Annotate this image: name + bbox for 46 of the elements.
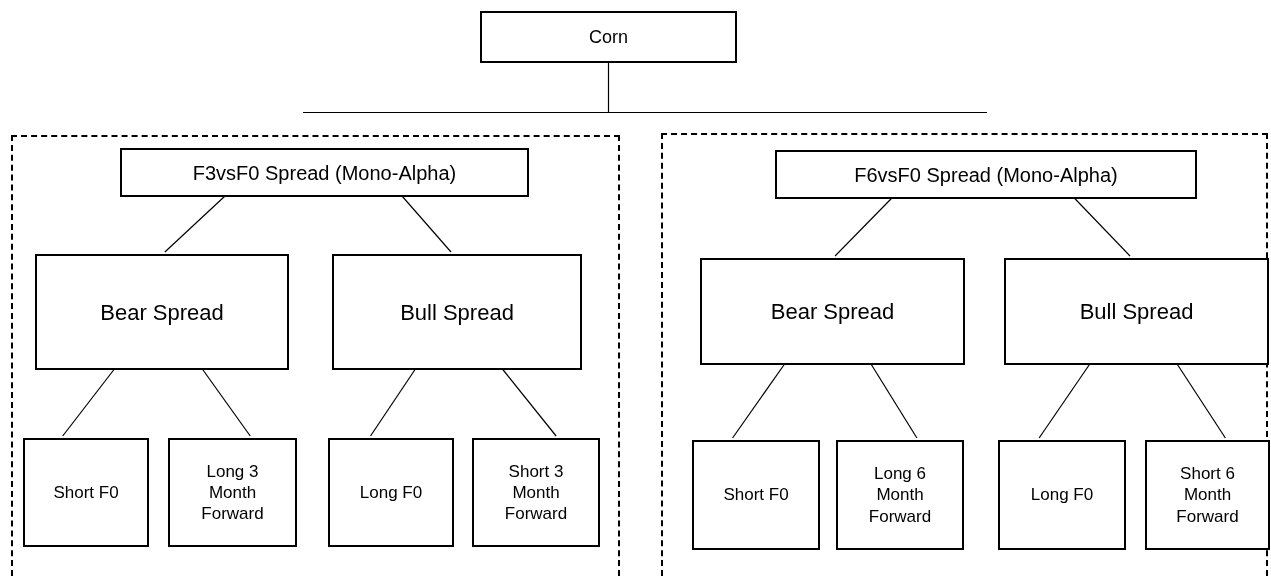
- position-box: [836, 440, 964, 550]
- node-label: Long 3 Month Forward: [200, 460, 265, 525]
- spread-box: [120, 148, 529, 197]
- connector-line: [607, 62, 610, 113]
- connector-line: [501, 368, 557, 437]
- connector-line: [732, 363, 786, 439]
- position-box: [1145, 440, 1270, 550]
- connector-line: [834, 197, 893, 257]
- position-box: [23, 438, 149, 547]
- node-label: F6vsF0 Spread (Mono-Alpha): [854, 162, 1118, 188]
- node-label: Bull Spread: [400, 298, 514, 327]
- node-label: Bull Spread: [1079, 298, 1194, 326]
- dashed-group-frame: [661, 133, 1268, 576]
- spread-type-box: [35, 254, 289, 370]
- spread-box: [775, 150, 1197, 199]
- position-box: [328, 438, 454, 547]
- position-box: [998, 440, 1126, 550]
- connector-line: [164, 195, 226, 253]
- spread-type-box: [700, 258, 965, 365]
- connector-line: [1038, 363, 1091, 439]
- connector-line: [401, 195, 452, 253]
- node-label: Bear Spread: [100, 298, 224, 327]
- node-label: Short F0: [53, 481, 119, 504]
- connector-line: [1073, 197, 1131, 257]
- node-label: Corn: [589, 25, 628, 49]
- dashed-group-frame: [11, 135, 620, 576]
- spread-type-box: [1004, 258, 1269, 365]
- node-label: Short 6 Month Forward: [1175, 463, 1240, 527]
- connector-line: [870, 363, 918, 439]
- node-label: Short 3 Month Forward: [503, 460, 569, 525]
- position-box: [692, 440, 820, 550]
- connector-line: [369, 368, 416, 437]
- node-label: Long 6 Month Forward: [867, 463, 933, 527]
- node-label: Bear Spread: [770, 298, 895, 326]
- spread-type-box: [332, 254, 582, 370]
- root-box: [480, 11, 737, 63]
- position-box: [168, 438, 297, 547]
- node-label: Short F0: [723, 484, 789, 506]
- connector-line: [201, 368, 251, 437]
- node-label: Long F0: [1030, 484, 1094, 506]
- node-label: Long F0: [359, 481, 423, 504]
- branch-line: [303, 112, 987, 114]
- connector-line: [1176, 363, 1226, 439]
- position-box: [472, 438, 600, 547]
- node-label: F3vsF0 Spread (Mono-Alpha): [192, 160, 457, 186]
- connector-line: [62, 368, 115, 437]
